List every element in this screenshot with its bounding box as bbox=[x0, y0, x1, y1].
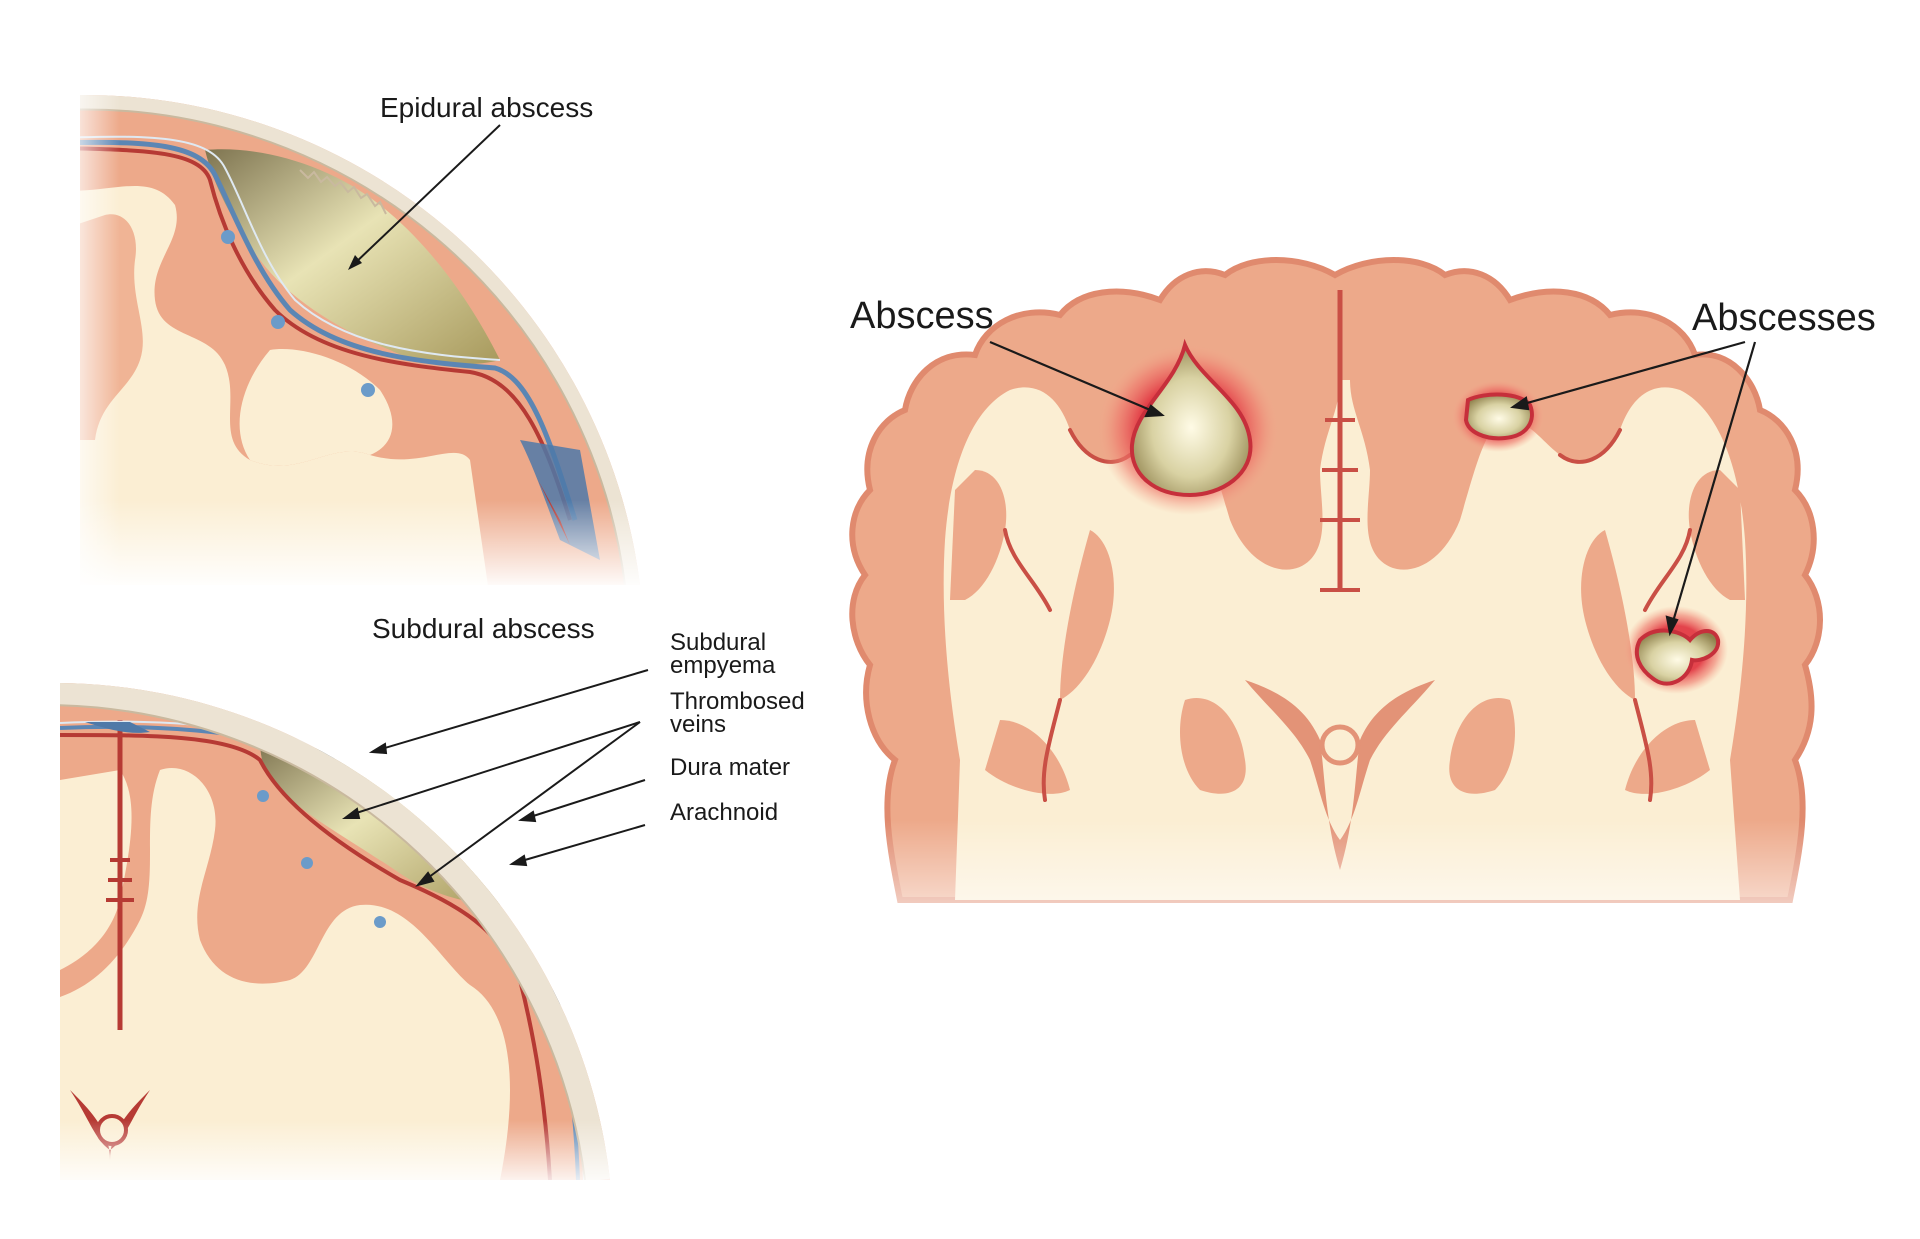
label-epidural-abscess: Epidural abscess bbox=[380, 92, 593, 123]
vein-dot bbox=[221, 230, 235, 244]
label-arachnoid: Arachnoid bbox=[670, 799, 778, 826]
label-thrombosed-veins-2: veins bbox=[670, 711, 726, 738]
lateral-ventricles bbox=[1245, 680, 1435, 870]
epidural-panel: Epidural abscess bbox=[60, 80, 660, 600]
vein-dot bbox=[361, 383, 375, 397]
subdural-panel: Subdural abscess Subdural empyema Thromb… bbox=[50, 613, 805, 1190]
subdural-white-matter bbox=[60, 768, 510, 1180]
label-subdural-empyema-2: empyema bbox=[670, 652, 776, 679]
abscess-large bbox=[1129, 338, 1253, 498]
vein-dot bbox=[271, 315, 285, 329]
label-dura-mater: Dura mater bbox=[670, 754, 790, 781]
label-subdural-empyema-1: Subdural bbox=[670, 629, 766, 656]
epidural-pus-collection bbox=[205, 149, 500, 365]
coronal-brain: Abscess Abscesses bbox=[849, 257, 1876, 970]
abscess-small-2 bbox=[1634, 628, 1721, 686]
coronal-white-matter bbox=[943, 380, 1747, 900]
label-thrombosed-veins-1: Thrombosed bbox=[670, 688, 805, 715]
label-subdural-abscess: Subdural abscess bbox=[372, 613, 595, 644]
epidural-white-matter bbox=[80, 185, 490, 586]
label-abscesses: Abscesses bbox=[1692, 297, 1876, 339]
label-abscess: Abscess bbox=[850, 295, 994, 337]
